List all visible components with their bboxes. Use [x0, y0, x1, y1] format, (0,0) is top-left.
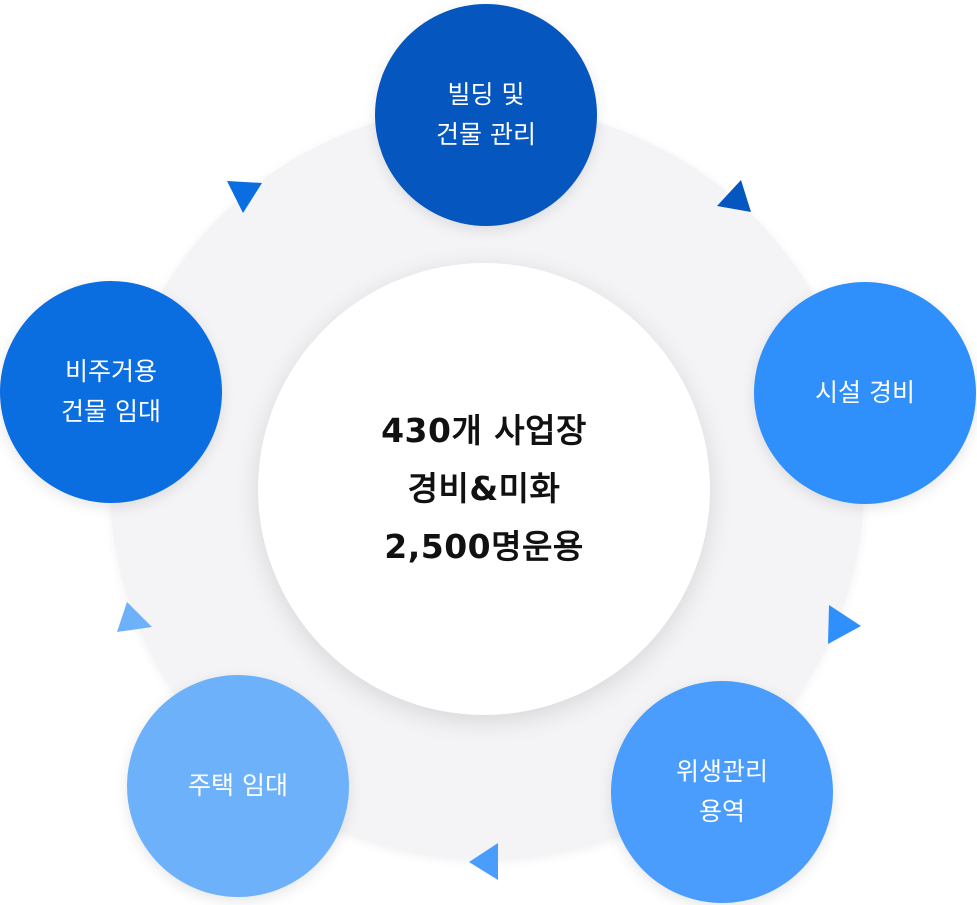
node-hygiene-label-1: 위생관리	[675, 757, 768, 786]
node-housing-rental: 주택 임대	[127, 675, 349, 897]
node-building-management: 빌딩 및 건물 관리	[375, 4, 597, 226]
arrow-housing-to-nonres	[117, 602, 152, 632]
node-nonresidential-rental: 비주거용 건물 임대	[0, 281, 222, 503]
node-housing-label: 주택 임대	[188, 771, 288, 800]
arrow-facility-to-hygiene	[828, 605, 861, 644]
node-nonres-label-1: 비주거용	[64, 357, 157, 386]
center-summary: 430개 사업장 경비&미화 2,500명운용	[258, 263, 710, 715]
node-building-label-2: 건물 관리	[436, 120, 536, 149]
arrow-hygiene-to-housing	[469, 843, 498, 880]
node-facility-label: 시설 경비	[815, 378, 915, 407]
node-hygiene-service: 위생관리 용역	[611, 681, 833, 903]
node-nonres-label-2: 건물 임대	[61, 397, 161, 426]
node-facility-security: 시설 경비	[754, 282, 976, 504]
center-line-services: 경비&미화	[407, 469, 561, 508]
arrow-nonres-to-building	[227, 181, 262, 213]
center-line-sites: 430개 사업장	[381, 411, 587, 450]
node-hygiene-label-2: 용역	[698, 797, 745, 826]
arrow-building-to-facility	[717, 180, 751, 212]
center-line-staff: 2,500명운용	[384, 527, 584, 566]
node-building-label-1: 빌딩 및	[447, 80, 525, 109]
